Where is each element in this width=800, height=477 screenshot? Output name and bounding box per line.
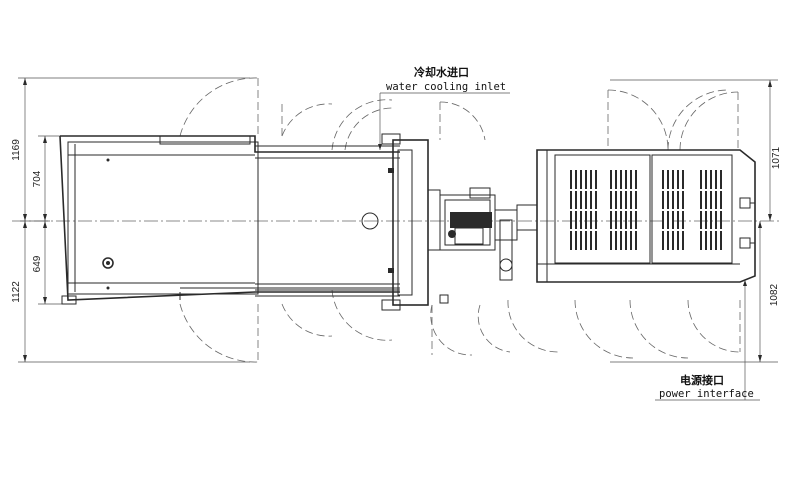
water-inlet-callout-leader [378,92,510,150]
water-inlet-label-en: water cooling inlet [386,81,506,93]
vent-grille-left [565,170,640,250]
power-interface-callout-leader [655,280,760,401]
machine-bed [59,135,400,305]
gantry-carriage [381,133,449,311]
door-swing-arcs [179,77,741,363]
power-interface-label-cn: 电源接口 [680,373,724,387]
dim-left-top-inner: 704 [32,170,43,187]
power-interface-label-en: power interface [659,388,754,400]
water-inlet-label-cn: 冷却水进口 [414,65,469,79]
linear-rails [179,145,400,300]
right-dimensions [610,79,778,363]
dim-right-top: 1071 [771,146,782,169]
electrical-cabinet [536,149,756,283]
dim-left-top-outer: 1169 [11,139,22,161]
left-dimensions [18,77,250,363]
dim-left-bottom-outer: 1122 [11,281,22,303]
dim-right-bottom: 1082 [769,283,780,306]
spindle-head [439,187,538,281]
dim-left-bottom-inner: 649 [32,255,43,272]
vent-grille-right [658,170,725,250]
